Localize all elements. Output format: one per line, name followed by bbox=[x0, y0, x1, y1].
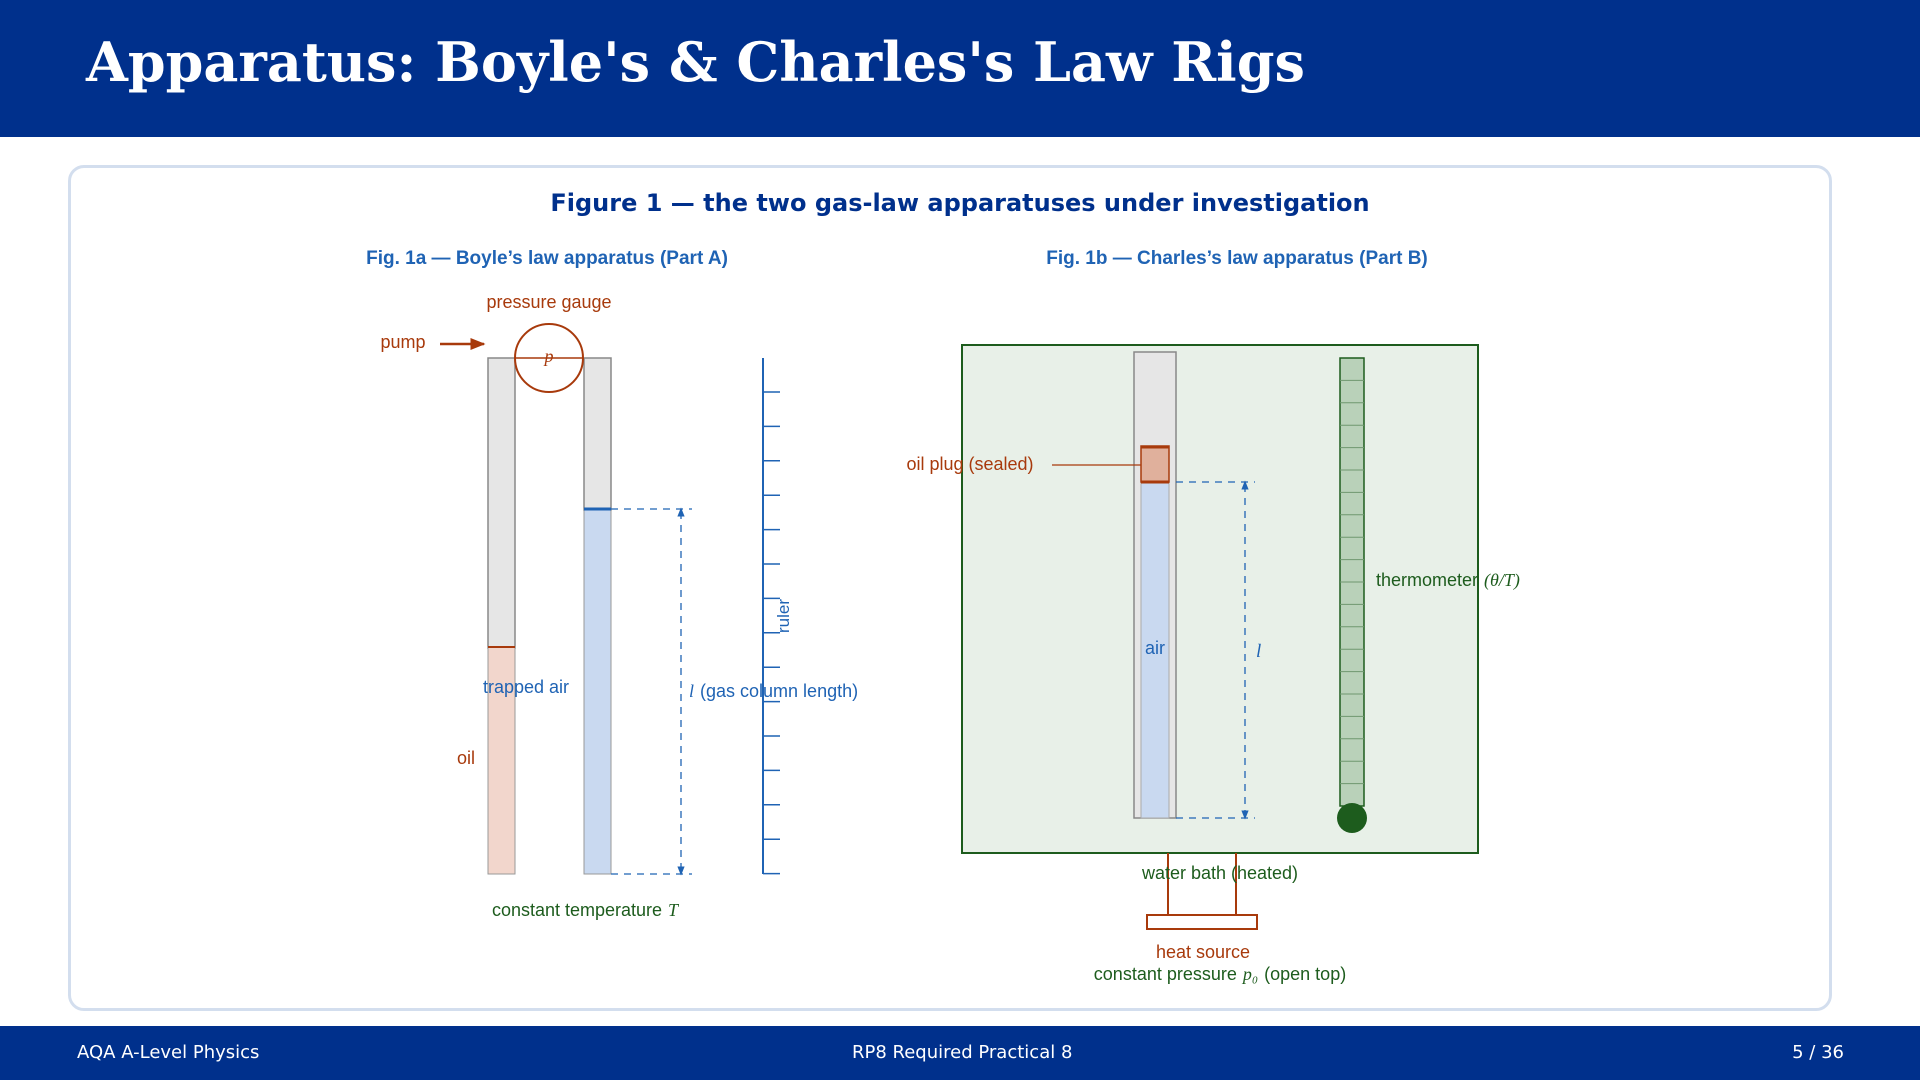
water-bath-label: water bath (heated) bbox=[1141, 863, 1298, 883]
right-tube bbox=[583, 357, 612, 511]
thermometer-bulb bbox=[1337, 803, 1367, 833]
temp-symbol: T bbox=[668, 900, 680, 920]
gauge-symbol: p bbox=[543, 346, 554, 366]
b-length-symbol: l bbox=[1256, 641, 1261, 662]
slide-title: Apparatus: Boyle's & Charles's Law Rigs bbox=[86, 30, 1305, 94]
length-symbol: l bbox=[689, 681, 694, 701]
length-text: (gas column length) bbox=[700, 681, 858, 701]
footer-bar: AQA A-Level Physics RP8 Required Practic… bbox=[0, 1026, 1920, 1080]
ruler-label: ruler bbox=[774, 599, 793, 633]
heat-source-plate bbox=[1146, 914, 1258, 930]
heat-source-label: heat source bbox=[1156, 942, 1250, 962]
open-top-text: (open top) bbox=[1264, 964, 1346, 984]
thermometer-graduations bbox=[1340, 379, 1364, 785]
ruler: ruler bbox=[762, 358, 793, 875]
oil-column bbox=[487, 646, 516, 875]
ruler-ticks bbox=[763, 391, 780, 875]
charles-apparatus: Fig. 1b — Charles’s law apparatus (Part … bbox=[906, 248, 1519, 984]
title-bar: Apparatus: Boyle's & Charles's Law Rigs bbox=[0, 0, 1920, 137]
thermometer-label: thermometer (θ/T) bbox=[1376, 570, 1520, 591]
oil-label: oil bbox=[457, 748, 475, 768]
constant-pressure-text: constant pressure bbox=[1094, 964, 1237, 984]
footer-page-number: 5 / 36 bbox=[1792, 1042, 1844, 1063]
boyle-apparatus: Fig. 1a — Boyle’s law apparatus (Part A)… bbox=[366, 248, 858, 920]
oil-plug bbox=[1140, 445, 1170, 483]
constant-temperature-label: constant temperature T bbox=[492, 900, 680, 920]
air-label: air bbox=[1145, 638, 1165, 658]
figure-card bbox=[68, 165, 1832, 1011]
fig-b-caption: Fig. 1b — Charles’s law apparatus (Part … bbox=[1046, 248, 1428, 269]
thermometer-symbol: (θ/T) bbox=[1484, 570, 1520, 591]
footer-practical: RP8 Required Practical 8 bbox=[852, 1042, 1073, 1063]
pressure-symbol: p₀ bbox=[1241, 964, 1258, 984]
footer-course: AQA A-Level Physics bbox=[77, 1042, 260, 1063]
oil-plug-label: oil plug (sealed) bbox=[906, 454, 1033, 474]
water-bath bbox=[961, 344, 1479, 854]
left-tube bbox=[487, 357, 516, 649]
fig-a-caption: Fig. 1a — Boyle’s law apparatus (Part A) bbox=[366, 248, 728, 269]
thermometer bbox=[1337, 357, 1367, 833]
air-column bbox=[583, 508, 612, 875]
pressure-gauge-label: pressure gauge bbox=[486, 292, 611, 312]
constant-temp-text: constant temperature bbox=[492, 900, 662, 920]
thermometer-text: thermometer bbox=[1376, 570, 1478, 590]
figure-title: Figure 1 — the two gas-law apparatuses u… bbox=[550, 189, 1369, 217]
air-column-b bbox=[1140, 481, 1170, 819]
pump-label: pump bbox=[380, 332, 425, 352]
trapped-air-label: trapped air bbox=[483, 677, 569, 697]
gas-column-length-label: l (gas column length) bbox=[689, 681, 858, 701]
